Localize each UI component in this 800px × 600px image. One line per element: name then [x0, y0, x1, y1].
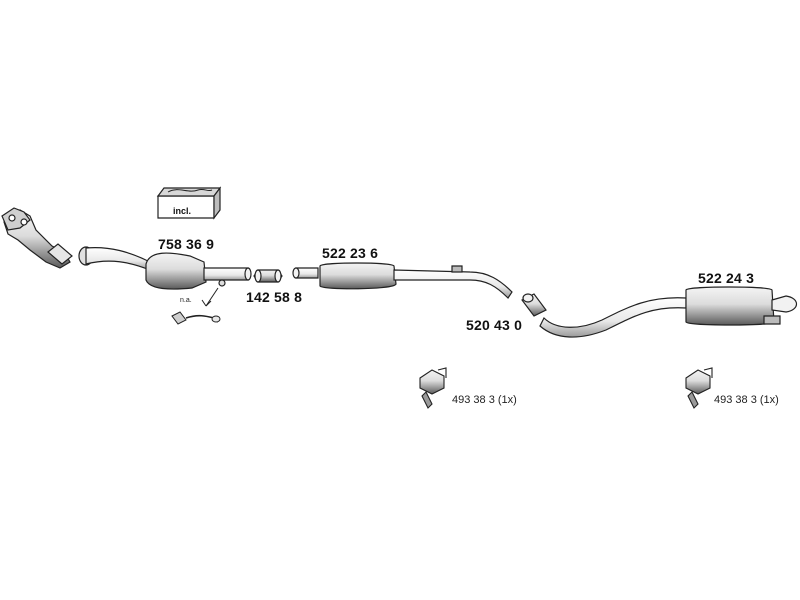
part-label-connector-small[interactable]: 142 58 8 [246, 289, 303, 305]
middle-silencer [292, 262, 513, 299]
rear-silencer [539, 286, 798, 338]
part-label-catalytic-converter[interactable]: 758 36 9 [158, 236, 215, 252]
connector-mid [521, 293, 547, 317]
part-label-mount-1[interactable]: 493 38 3 (1x) [452, 394, 517, 406]
connector-small [253, 269, 283, 283]
rubber-mount-2 [685, 367, 713, 409]
lambda-sensor [171, 287, 221, 325]
part-label-connector-mid[interactable]: 520 43 0 [466, 317, 523, 333]
part-label-mount-2[interactable]: 493 38 3 (1x) [714, 394, 779, 406]
part-label-rear-silencer[interactable]: 522 24 3 [698, 270, 755, 286]
front-downpipe [1, 207, 73, 269]
part-label-middle-silencer[interactable]: 522 23 6 [322, 245, 379, 261]
catalytic-converter [78, 246, 252, 290]
rubber-mount-1 [419, 367, 447, 409]
included-kit-box [156, 186, 222, 220]
included-kit-label: incl. [173, 206, 192, 216]
not-available-label: n.a. [180, 297, 192, 304]
